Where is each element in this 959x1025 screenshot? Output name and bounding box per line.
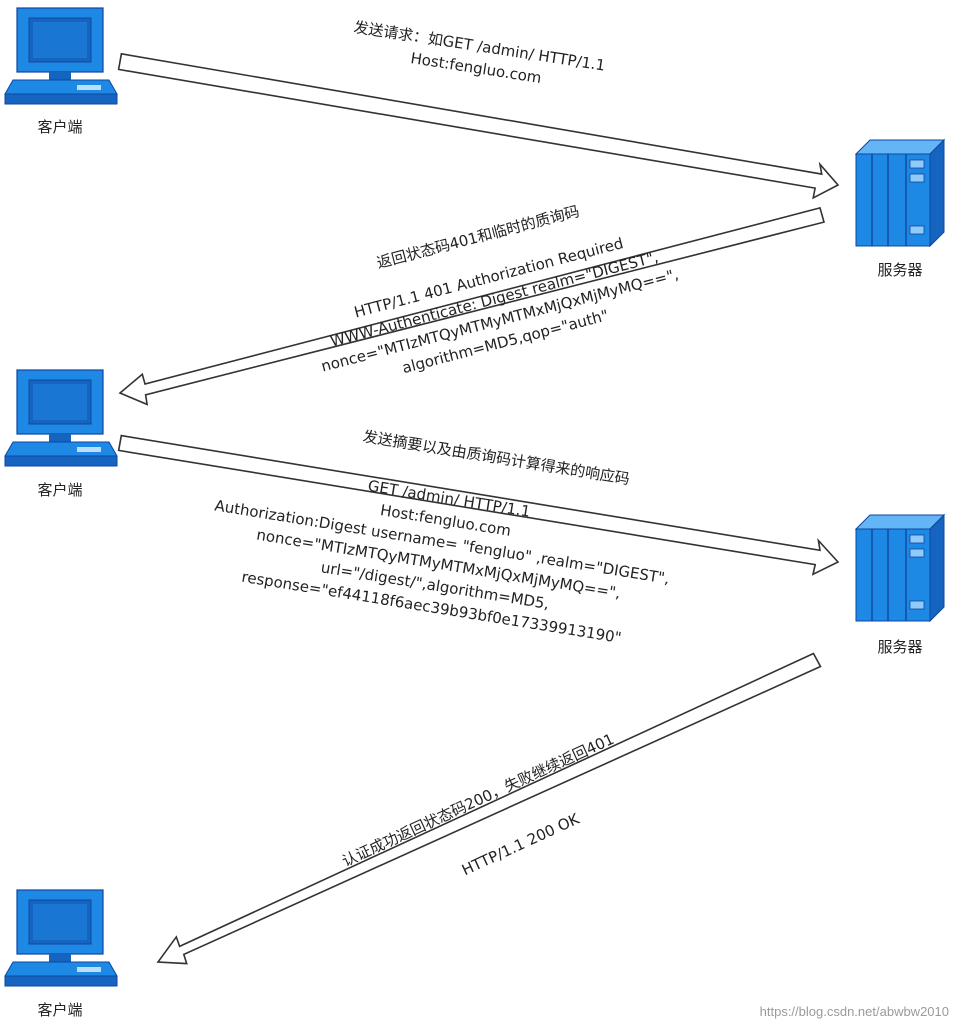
- server-2: 服务器: [855, 514, 945, 656]
- arrow-result: [156, 652, 822, 965]
- client-1-label: 客户端: [37, 118, 82, 136]
- client-3: 客户端: [4, 889, 118, 1019]
- client-2: 客户端: [4, 369, 118, 499]
- server-1: 服务器: [855, 139, 945, 279]
- request-message: 发送请求：如GET /admin/ HTTP/1.1 Host:fengluo.…: [352, 18, 606, 87]
- computer-icon: [4, 369, 118, 467]
- client-3-label: 客户端: [37, 1001, 82, 1019]
- arrow-challenge: [118, 206, 825, 406]
- server-icon: [855, 139, 945, 247]
- server-icon: [855, 514, 945, 622]
- arrow-request: [117, 52, 840, 200]
- result-line-1: 认证成功返回状态码200，失败继续返回401: [339, 730, 617, 871]
- client-2-label: 客户端: [37, 481, 82, 499]
- computer-icon: [4, 889, 118, 987]
- challenge-message: 返回状态码401和临时的质询码 HTTP/1.1 401 Authorizati…: [319, 202, 680, 377]
- computer-icon: [4, 7, 118, 105]
- response-line-1: 发送摘要以及由质询码计算得来的响应码: [362, 427, 631, 488]
- arrow-response: [117, 434, 840, 576]
- client-1: 客户端: [4, 7, 118, 136]
- server-1-label: 服务器: [877, 261, 922, 279]
- server-2-label: 服务器: [877, 638, 922, 656]
- watermark: https://blog.csdn.net/abwbw2010: [759, 1004, 949, 1019]
